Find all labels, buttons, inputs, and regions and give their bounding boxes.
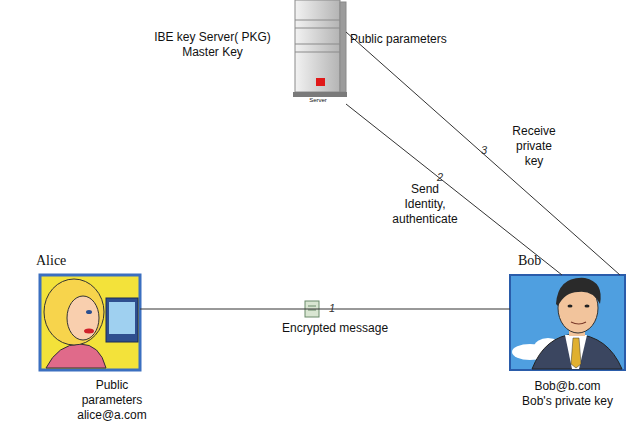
bob-eye (568, 304, 573, 307)
server-note: Public parameters (350, 32, 447, 47)
server-bay (295, 20, 340, 21)
alice-background (40, 275, 140, 370)
server-bay (295, 44, 340, 45)
icon-caption: Server (290, 97, 346, 104)
alice-node: AlicePublic parameters alice@a.com (40, 275, 140, 370)
edge-label: Receive private key (506, 124, 562, 169)
edge-label: Send Identity, authenticate (390, 182, 460, 227)
server-heading: IBE key Server( PKG) Master Key (140, 30, 285, 60)
person-name: Alice (36, 253, 66, 268)
bob-node: BobBob@b.com Bob's private key (510, 275, 625, 370)
person-details: Public parameters alice@a.com (72, 378, 152, 423)
server-body (295, 0, 340, 92)
server-icon (293, 0, 347, 97)
connector-line (140, 309, 510, 310)
bob-background (510, 275, 625, 370)
alice-eye (86, 310, 92, 314)
alice-picture (40, 275, 140, 370)
alice-hair (44, 279, 104, 345)
server-side (340, 2, 346, 92)
bob-tie (571, 338, 581, 368)
person-name: Bob (518, 253, 541, 268)
bob-mouth (571, 322, 586, 324)
bob-eye (585, 304, 590, 307)
connector-line (346, 32, 620, 275)
bob-shirt (565, 335, 587, 369)
step-number: 1 (329, 302, 335, 314)
person-details: Bob@b.com Bob's private key (520, 379, 615, 409)
server-base (293, 92, 347, 97)
step-number: 2 (437, 171, 443, 183)
connector-line (346, 104, 562, 275)
envelope-line (308, 306, 316, 307)
key-server: IBE key Server( PKG) Master KeyPublic pa… (290, 0, 346, 105)
monitor (106, 298, 138, 342)
edge-label: Encrypted message (282, 321, 348, 336)
alice-face (67, 296, 99, 340)
monitor-screen (109, 302, 135, 334)
server-bay (295, 52, 340, 53)
server-bay (295, 28, 340, 29)
server-light (316, 78, 325, 86)
bob-picture (510, 275, 625, 370)
alice-lips (84, 329, 94, 334)
alice-body (46, 344, 106, 368)
bob-suit (532, 334, 622, 369)
envelope-line (308, 310, 316, 311)
step-number: 3 (481, 144, 487, 156)
bob-hair (556, 278, 601, 306)
